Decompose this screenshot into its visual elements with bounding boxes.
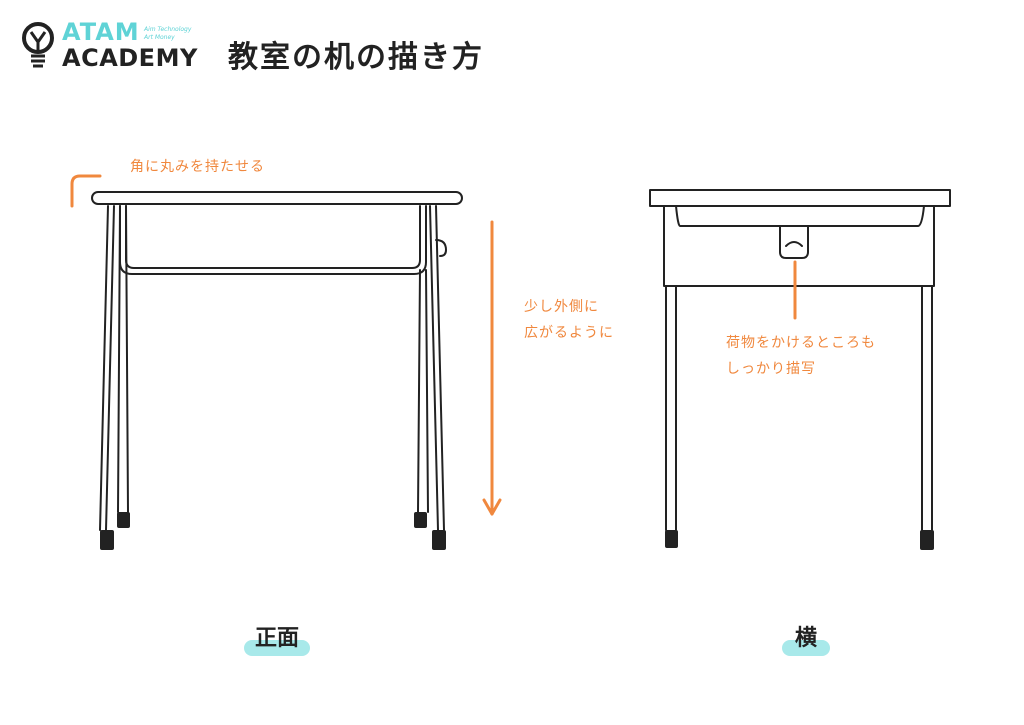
logo-brand-bottom: ACADEMY	[62, 44, 198, 72]
front-foot	[100, 530, 114, 550]
front-feet	[100, 512, 446, 550]
side-label-text: 横	[794, 626, 817, 651]
corner-bracket	[70, 174, 102, 208]
page-title: 教室の机の描き方	[228, 40, 484, 75]
side-frame	[663, 205, 935, 287]
logo: ATAM Aim Technology Art Money ACADEMY	[20, 18, 210, 78]
front-left-leg-outer	[99, 205, 109, 531]
front-hook	[435, 239, 447, 257]
front-tabletop	[91, 191, 463, 205]
side-foot	[665, 530, 678, 548]
logo-tagline: Aim Technology Art Money	[144, 26, 191, 42]
note-legs-line2: 広がるように	[524, 325, 614, 341]
logo-tagline-2: Art Money	[144, 34, 175, 41]
down-arrow-icon	[482, 220, 502, 516]
front-foot	[414, 512, 427, 528]
front-right-leg-inner	[417, 269, 421, 513]
front-view-label: 正面	[244, 620, 310, 656]
front-label-text: 正面	[254, 626, 299, 651]
side-hook	[779, 225, 809, 259]
note-hook-line2: しっかり描写	[726, 361, 816, 377]
side-label-highlight	[782, 640, 830, 656]
front-frame	[119, 205, 427, 275]
note-corner: 角に丸みを持たせる	[130, 159, 265, 175]
front-left-leg-inner	[117, 205, 121, 513]
note-legs-spread: 少し外側に 広がるように	[524, 294, 614, 346]
note-hook: 荷物をかけるところも しっかり描写	[726, 330, 876, 382]
side-tabletop	[649, 189, 951, 207]
logo-tagline-1: Aim Technology	[144, 26, 192, 33]
front-label-highlight	[244, 640, 310, 656]
side-desk-drawing	[649, 189, 951, 531]
note-hook-line1: 荷物をかけるところも	[726, 335, 876, 351]
side-foot	[920, 530, 934, 550]
front-desk-drawing	[91, 191, 463, 531]
side-feet	[665, 530, 934, 550]
side-view-label: 横	[782, 620, 830, 656]
front-foot	[117, 512, 130, 528]
front-right-leg-outer	[429, 205, 439, 531]
note-legs-line1: 少し外側に	[524, 299, 599, 315]
logo-brand-top: ATAM	[62, 18, 140, 46]
lightbulb-icon	[22, 22, 54, 68]
front-foot	[432, 530, 446, 550]
